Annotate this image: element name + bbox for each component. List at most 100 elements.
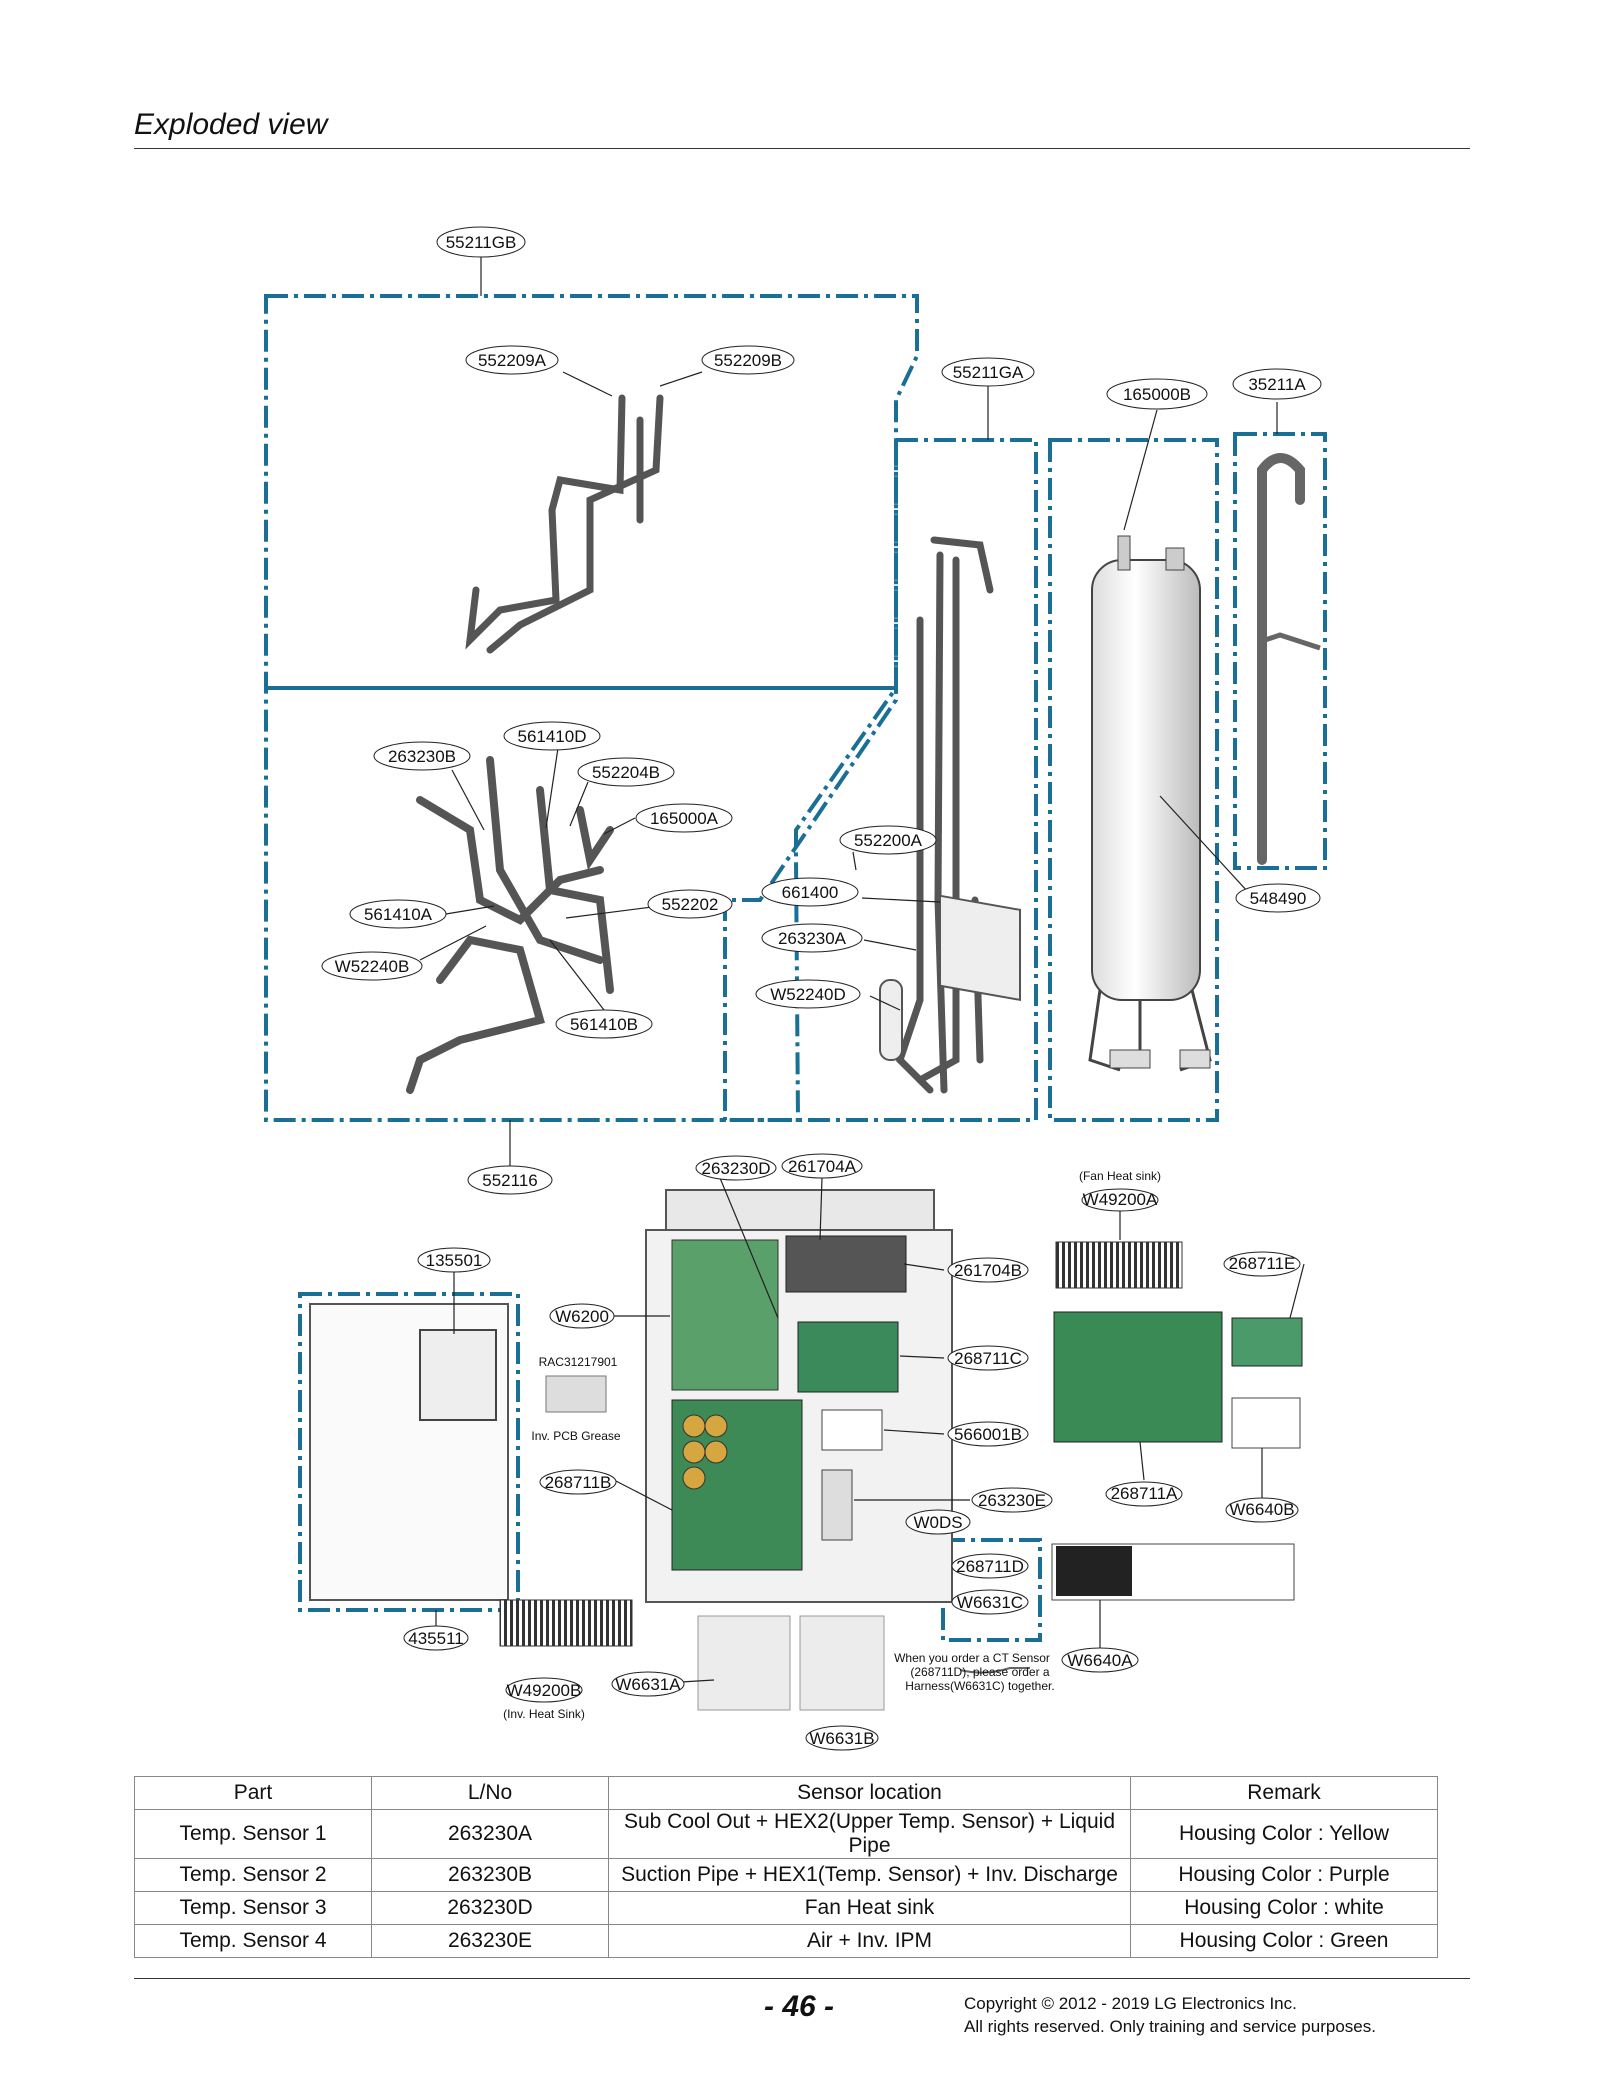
callout-552200A: 552200A xyxy=(839,825,937,855)
callout-268711E: 268711E xyxy=(1223,1251,1301,1277)
front-panel-window xyxy=(419,1329,497,1421)
note-ct-2: (268711D), please order a xyxy=(910,1665,1050,1679)
callout-552209B: 552209B xyxy=(701,345,795,375)
inv-heat-sink xyxy=(499,1599,633,1647)
callout-labels: 55211GB 552209A 552209B 55211GA 165000B … xyxy=(321,226,1322,1751)
svg-text:W6631B: W6631B xyxy=(809,1729,874,1748)
callout-135501: 135501 xyxy=(417,1247,491,1273)
control-box-top xyxy=(665,1189,935,1231)
callout-W6200: W6200 xyxy=(549,1303,615,1329)
callout-268711C: 268711C xyxy=(947,1345,1029,1371)
callout-566001B: 566001B xyxy=(947,1421,1029,1447)
svg-text:261704A: 261704A xyxy=(788,1157,857,1176)
col-part: Part xyxy=(134,1776,372,1810)
callout-W49200B: W49200B xyxy=(505,1677,583,1703)
svg-text:263230D: 263230D xyxy=(701,1159,770,1178)
note-pcb-grease: Inv. PCB Grease xyxy=(531,1429,620,1443)
callout-263230B: 263230B xyxy=(373,741,471,771)
pipe-assembly-upper xyxy=(465,394,664,654)
reactor xyxy=(785,1235,907,1293)
discharge-pipe-branch xyxy=(1264,632,1321,651)
callout-661400: 661400 xyxy=(761,877,859,907)
callout-435511: 435511 xyxy=(403,1625,469,1651)
svg-text:548490: 548490 xyxy=(1250,889,1307,908)
col-lno: L/No xyxy=(371,1776,609,1810)
svg-text:552200A: 552200A xyxy=(854,831,923,850)
callout-268711D: 268711D xyxy=(951,1553,1029,1579)
fan-heat-sink xyxy=(1055,1241,1183,1289)
callout-W0DS: W0DS xyxy=(905,1509,971,1535)
page-number: - 46 - xyxy=(764,1990,835,2023)
pipe-assembly-middle xyxy=(895,536,994,1094)
note-ct-3: Harness(W6631C) together. xyxy=(905,1679,1054,1693)
group-outline-ct-sensor xyxy=(941,1538,1042,1642)
svg-text:W6640A: W6640A xyxy=(1067,1651,1133,1670)
callout-W52240B: W52240B xyxy=(321,951,423,981)
copyright-line: Copyright © 2012 - 2019 LG Electronics I… xyxy=(964,1994,1297,2013)
col-remark: Remark xyxy=(1130,1776,1438,1810)
harness-photo-W6631A xyxy=(697,1615,791,1711)
svg-text:561410D: 561410D xyxy=(517,727,586,746)
note-ct-1: When you order a CT Sensor xyxy=(894,1651,1050,1665)
callout-W6640B: W6640B xyxy=(1225,1497,1299,1523)
header-rule xyxy=(134,148,1470,149)
terminal-W6640B xyxy=(1231,1397,1301,1449)
capacitors xyxy=(682,1414,728,1490)
callout-261704A: 261704A xyxy=(781,1153,863,1179)
callout-55211GA: 55211GA xyxy=(941,357,1035,387)
svg-text:268711A: 268711A xyxy=(1111,1484,1178,1503)
callout-552116: 552116 xyxy=(467,1165,553,1195)
page-title: Exploded view xyxy=(134,108,328,141)
ct-harness xyxy=(959,1667,1030,1674)
svg-text:552116: 552116 xyxy=(482,1171,537,1190)
noise-filter-pcb xyxy=(671,1239,779,1391)
svg-text:W49200A: W49200A xyxy=(1083,1190,1158,1209)
exploded-diagram: 55211GB 552209A 552209B 55211GA 165000B … xyxy=(264,226,1327,1751)
callout-263230A: 263230A xyxy=(761,923,863,953)
svg-text:165000A: 165000A xyxy=(650,809,719,828)
svg-text:165000B: 165000B xyxy=(1123,385,1191,404)
svg-text:W52240D: W52240D xyxy=(770,985,846,1004)
mounting-bracket xyxy=(939,894,1021,1002)
callout-561410D: 561410D xyxy=(503,721,601,751)
callout-W6631B: W6631B xyxy=(805,1725,879,1751)
svg-text:W52240B: W52240B xyxy=(335,957,410,976)
callout-552209A: 552209A xyxy=(465,345,559,375)
discharge-pipe xyxy=(1257,453,1305,865)
svg-text:263230E: 263230E xyxy=(978,1491,1046,1510)
svg-text:263230B: 263230B xyxy=(388,747,456,766)
callout-268711A: 268711A xyxy=(1105,1481,1183,1507)
callout-548490: 548490 xyxy=(1235,883,1321,913)
svg-text:435511: 435511 xyxy=(408,1629,463,1648)
callout-552202: 552202 xyxy=(647,889,733,919)
relay-263230E xyxy=(821,1469,853,1541)
harness-photo-W6631B xyxy=(799,1615,885,1711)
main-pcb-268711A xyxy=(1053,1311,1223,1443)
svg-text:W49200B: W49200B xyxy=(507,1681,582,1700)
callout-W6631A: W6631A xyxy=(611,1671,685,1697)
rights-line: All rights reserved. Only training and s… xyxy=(964,2017,1376,2036)
svg-text:263230A: 263230A xyxy=(778,929,847,948)
svg-text:268711E: 268711E xyxy=(1229,1254,1296,1273)
svg-text:261704B: 261704B xyxy=(954,1261,1022,1280)
svg-text:566001B: 566001B xyxy=(954,1425,1022,1444)
terminal-566001B xyxy=(821,1409,883,1451)
svg-text:55211GA: 55211GA xyxy=(953,363,1024,382)
svg-text:552202: 552202 xyxy=(662,895,719,914)
group-outline-548490 xyxy=(1048,438,1219,1122)
group-outline-55211GA xyxy=(723,438,1038,1122)
note-inv-heat-sink: (Inv. Heat Sink) xyxy=(503,1707,585,1721)
pcb-268711E xyxy=(1231,1317,1303,1367)
svg-text:135501: 135501 xyxy=(426,1251,483,1270)
callout-263230D: 263230D xyxy=(695,1155,777,1181)
svg-text:552209A: 552209A xyxy=(478,351,547,370)
pcb-grease-pack xyxy=(545,1375,607,1413)
svg-text:552204B: 552204B xyxy=(592,763,660,782)
leader-lines xyxy=(419,256,1305,1683)
svg-text:35211A: 35211A xyxy=(1248,375,1306,394)
svg-text:661400: 661400 xyxy=(782,883,839,902)
